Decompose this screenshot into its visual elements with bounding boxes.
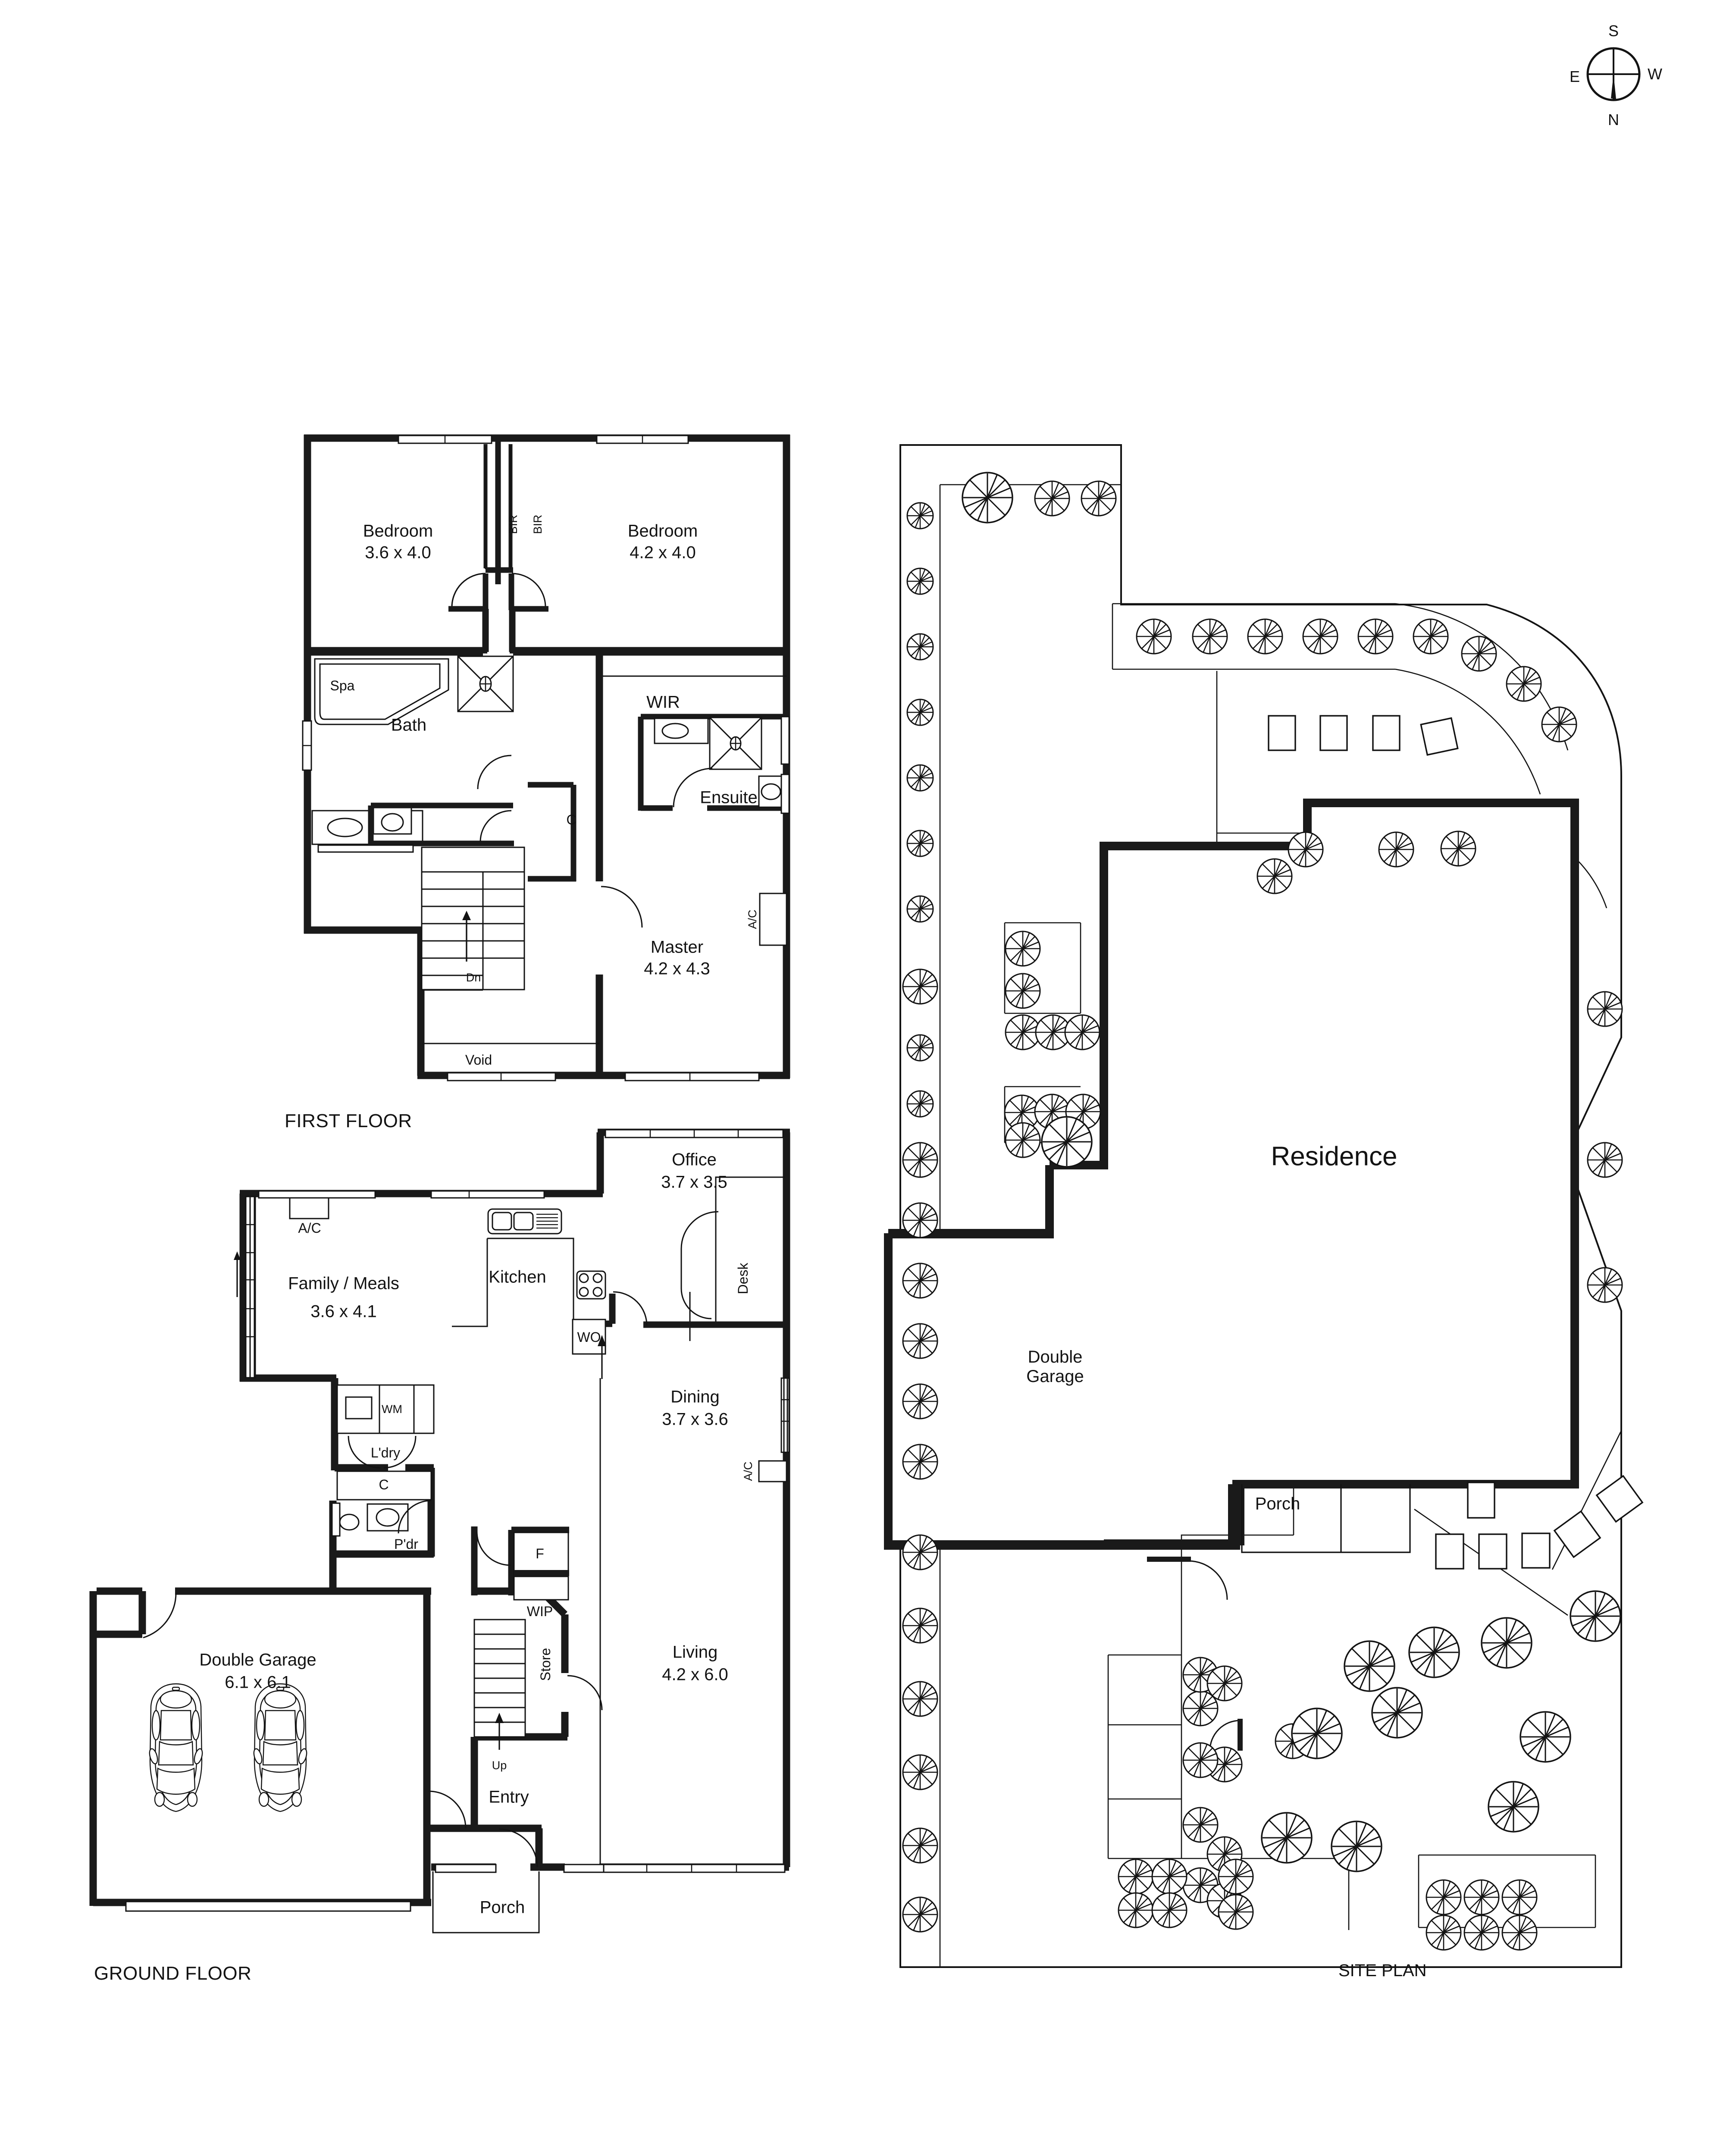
site-label-double-garage: Double Garage xyxy=(1026,1348,1084,1386)
compass-label-south: S xyxy=(1608,22,1619,40)
room-label-wip: WIP xyxy=(526,1604,553,1620)
label-wall-oven: WO xyxy=(577,1329,601,1345)
label-desk: Desk xyxy=(735,1263,751,1294)
car-left xyxy=(147,1683,204,1812)
label-bir-left: BIR xyxy=(506,514,520,534)
compass-label-west: W xyxy=(1648,65,1662,83)
room-dims-double-garage: 6.1 x 6.1 xyxy=(225,1673,291,1692)
compass-rose-graphic xyxy=(1586,47,1641,101)
room-label-office: Office xyxy=(672,1150,717,1169)
room-label-bedroom-2: Bedroom xyxy=(627,521,698,541)
label-ac-family: A/C xyxy=(298,1220,321,1236)
label-closet-first-floor: C xyxy=(566,812,577,828)
plan-title-first-floor: FIRST FLOOR xyxy=(285,1110,412,1131)
compass-label-north: N xyxy=(1608,110,1619,128)
room-label-porch-ground: Porch xyxy=(479,1898,525,1917)
room-label-entry: Entry xyxy=(489,1787,529,1807)
site-label-residence: Residence xyxy=(1271,1141,1397,1172)
car-right xyxy=(252,1683,309,1812)
room-label-family-meals: Family / Meals xyxy=(288,1274,399,1293)
label-ac-living: A/C xyxy=(741,1461,755,1481)
room-dims-office: 3.7 x 3.5 xyxy=(661,1172,727,1192)
room-label-laundry: L'dry xyxy=(370,1445,401,1461)
room-dims-dining: 3.7 x 3.6 xyxy=(662,1410,728,1429)
room-label-store: Store xyxy=(538,1648,554,1681)
plan-title-site-plan: SITE PLAN xyxy=(1338,1961,1427,1980)
room-label-ensuite: Ensuite xyxy=(700,788,758,807)
room-label-bedroom-1: Bedroom xyxy=(363,521,433,541)
room-label-kitchen: Kitchen xyxy=(489,1267,546,1287)
label-washing-machine: WM xyxy=(382,1402,402,1416)
room-dims-bedroom-1: 3.6 x 4.0 xyxy=(365,543,431,562)
label-stairs-down: Dn xyxy=(466,971,481,984)
room-label-double-garage: Double Garage xyxy=(199,1650,316,1670)
room-label-powder: P'dr xyxy=(394,1536,418,1552)
room-label-master: Master xyxy=(650,937,704,957)
ground-floor-linework xyxy=(89,1128,790,1934)
label-closet-ground: C xyxy=(379,1477,389,1493)
room-dims-family-meals: 3.6 x 4.1 xyxy=(310,1302,377,1321)
room-dims-master: 4.2 x 4.3 xyxy=(644,959,710,978)
room-label-living: Living xyxy=(672,1642,718,1662)
label-stairs-up: Up xyxy=(492,1758,507,1772)
site-label-porch: Porch xyxy=(1255,1494,1300,1514)
plan-title-ground-floor: GROUND FLOOR xyxy=(94,1963,252,1984)
room-dims-living: 4.2 x 6.0 xyxy=(662,1665,728,1684)
label-ac-master: A/C xyxy=(746,909,759,929)
label-fridge: F xyxy=(536,1546,544,1562)
label-spa: Spa xyxy=(330,678,355,694)
site-plan-linework xyxy=(884,444,1644,1968)
room-label-wir: WIR xyxy=(646,693,680,712)
room-label-dining: Dining xyxy=(671,1387,720,1407)
first-floor-linework xyxy=(302,434,790,1081)
room-label-bath: Bath xyxy=(391,715,427,735)
label-void: Void xyxy=(465,1052,492,1068)
label-bir-right: BIR xyxy=(531,514,544,534)
compass-label-east: E xyxy=(1569,67,1580,85)
room-dims-bedroom-2: 4.2 x 4.0 xyxy=(630,543,696,562)
